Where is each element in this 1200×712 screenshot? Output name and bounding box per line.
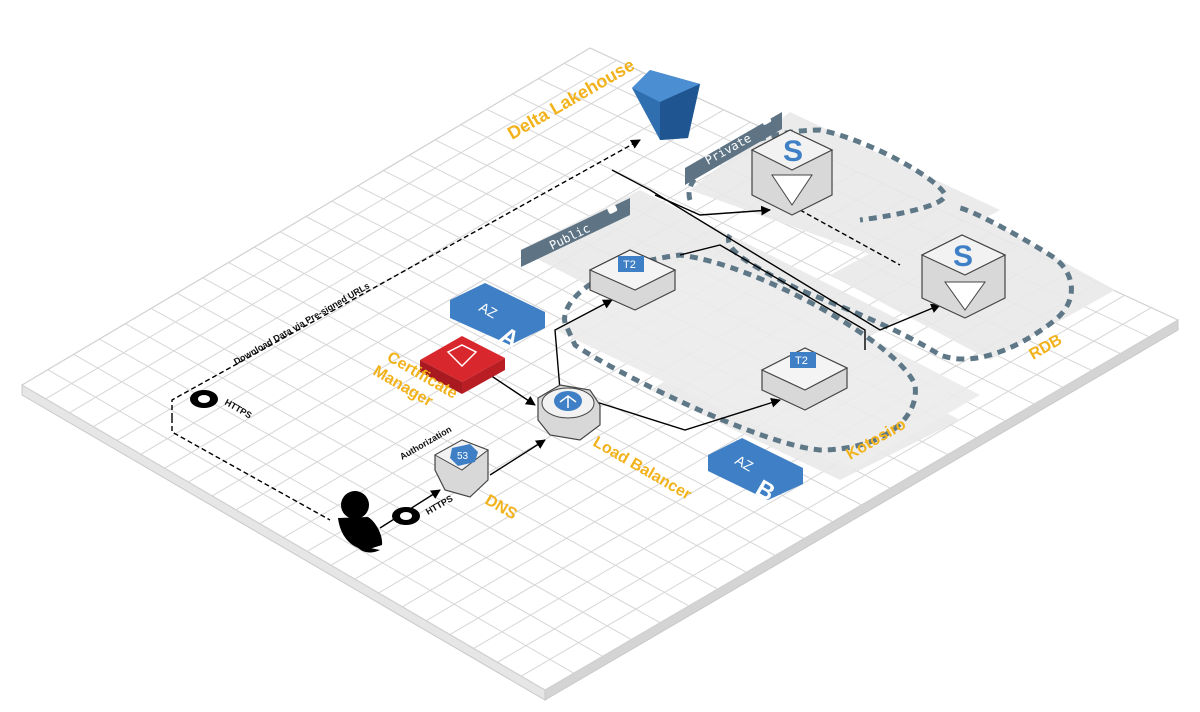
- rds-icon-b: S: [953, 240, 973, 273]
- grid-line: [93, 84, 671, 428]
- ec2-instance-a: T2: [588, 249, 677, 311]
- grid-line: [544, 319, 1178, 690]
- grid-line: [164, 121, 751, 469]
- grid-line: [497, 294, 1125, 663]
- grid-line: [259, 171, 858, 525]
- lock-icon: [761, 115, 772, 125]
- t2-label-b: T2: [795, 355, 808, 367]
- route53-icon: [450, 444, 478, 466]
- grid-line: [330, 208, 938, 566]
- load-balancer-node: [537, 384, 601, 441]
- az-b-prefix: AZ: [733, 452, 757, 475]
- grid-line: [520, 307, 1152, 677]
- ec2-instance-b: T2: [760, 347, 849, 411]
- dns-icon-label: 53: [457, 451, 469, 462]
- lock-icon: [607, 204, 618, 214]
- rds-instance-a: S: [750, 129, 834, 216]
- rds-icon-a: S: [783, 135, 803, 168]
- grid-line: [22, 48, 591, 386]
- grid-line: [140, 109, 724, 455]
- load-balancer-icon: [559, 395, 577, 408]
- delta-lakehouse-bucket: [632, 70, 700, 140]
- az-a-prefix: AZ: [477, 299, 501, 322]
- grid-line: [307, 195, 911, 552]
- grid-line: [45, 59, 617, 400]
- rds-instance-b: S: [920, 234, 1007, 319]
- grid-line: [116, 97, 698, 441]
- isometric-board: [20, 47, 1180, 701]
- t2-badge-a: [618, 256, 644, 272]
- grid-line: [283, 183, 885, 538]
- az-a-badge: AZ A: [450, 283, 545, 354]
- t2-label-a: T2: [623, 259, 636, 271]
- grid-line: [69, 72, 644, 414]
- t2-badge-b: [790, 352, 816, 368]
- https-lock-bottom: [392, 507, 420, 525]
- user-icon: [338, 491, 383, 553]
- https-lock-top: [190, 390, 218, 408]
- grid-line: [235, 158, 831, 511]
- zone-shading: [520, 112, 1115, 480]
- route53-node: 53: [433, 439, 490, 498]
- certificate-manager-icon: [420, 336, 505, 394]
